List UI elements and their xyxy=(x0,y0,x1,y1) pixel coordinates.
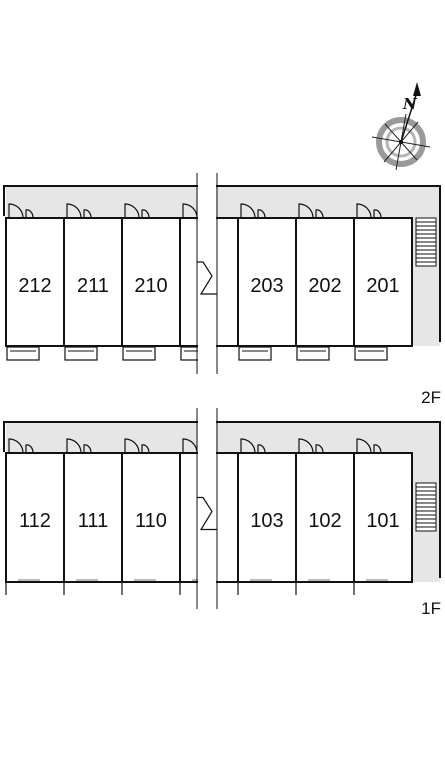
room-number: 103 xyxy=(250,510,283,532)
stair-icon xyxy=(415,217,437,267)
door-icon xyxy=(124,438,150,454)
balcony xyxy=(296,346,330,361)
outer-wall xyxy=(3,421,441,578)
room-number: 101 xyxy=(366,510,399,532)
room-number: 112 xyxy=(19,510,51,532)
room-111: 111 xyxy=(63,438,123,595)
room-box xyxy=(295,452,355,583)
door-icon xyxy=(240,203,266,219)
room-box xyxy=(121,452,181,583)
room-number: 203 xyxy=(250,275,283,297)
floor-label: 1F xyxy=(421,599,441,618)
break-gap xyxy=(198,173,216,374)
break-zigzag xyxy=(197,261,217,295)
floor-1f: 112 111 110 103 102 101 1F xyxy=(3,408,441,618)
room-number: 212 xyxy=(18,275,51,297)
room-101: 101 xyxy=(353,438,413,595)
room-102: 102 xyxy=(295,438,355,595)
room-box xyxy=(5,217,65,347)
balcony xyxy=(64,346,98,361)
door-icon xyxy=(66,438,92,454)
room-box xyxy=(295,217,355,347)
room-number: 201 xyxy=(366,275,399,297)
room-212: 212 xyxy=(5,203,65,361)
north-label: N xyxy=(402,95,418,113)
door-icon xyxy=(298,203,324,219)
room-box xyxy=(5,452,65,583)
stair-icon xyxy=(415,482,437,532)
room-211: 211 xyxy=(63,203,123,361)
room-number: 210 xyxy=(134,275,167,297)
room-number: 102 xyxy=(308,510,341,532)
room-201: 201 xyxy=(353,203,413,361)
room-203: 203 xyxy=(237,203,297,361)
balcony xyxy=(122,346,156,361)
balcony xyxy=(238,346,272,361)
room-box xyxy=(63,217,123,347)
room-number: 111 xyxy=(78,510,108,532)
break-gap xyxy=(198,408,216,609)
room-box xyxy=(353,452,413,583)
door-icon xyxy=(240,438,266,454)
door-icon xyxy=(124,203,150,219)
room-103: 103 xyxy=(237,438,297,595)
room-210: 210 xyxy=(121,203,181,361)
room-box xyxy=(63,452,123,583)
room-110: 110 xyxy=(121,438,181,595)
room-box xyxy=(353,217,413,347)
door-icon xyxy=(298,438,324,454)
room-112: 112 xyxy=(5,438,65,595)
room-box xyxy=(237,452,297,583)
room-number: 110 xyxy=(135,510,167,532)
outer-wall xyxy=(3,185,441,342)
floor-label: 2F xyxy=(421,388,441,407)
door-icon xyxy=(8,203,34,219)
balcony xyxy=(354,346,388,361)
door-icon xyxy=(66,203,92,219)
door-icon xyxy=(356,438,382,454)
floor-2f: 212 211 210 203 202 201 2F xyxy=(3,173,441,407)
room-box xyxy=(121,217,181,347)
balcony xyxy=(6,346,40,361)
break-zigzag xyxy=(197,496,217,531)
compass-rose-icon: N xyxy=(371,82,431,171)
room-202: 202 xyxy=(295,203,355,361)
room-box xyxy=(237,217,297,347)
door-icon xyxy=(356,203,382,219)
door-icon xyxy=(8,438,34,454)
room-number: 202 xyxy=(308,275,341,297)
room-number: 211 xyxy=(77,275,109,297)
